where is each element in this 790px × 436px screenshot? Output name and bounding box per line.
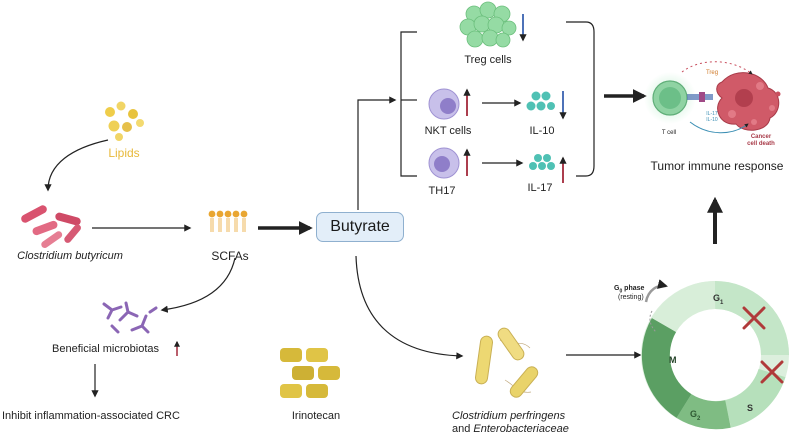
cytokine-icon xyxy=(529,154,555,170)
lipid-droplets-icon xyxy=(105,101,144,141)
cancer-cell-icon xyxy=(716,72,781,131)
g0-phase-label: G0 phase xyxy=(614,285,644,295)
irinotecan-pills-icon xyxy=(280,348,340,398)
irinotecan-label: Irinotecan xyxy=(291,410,341,422)
clostridium-butyricum-label: Clostridium butyricum xyxy=(17,250,123,262)
enterobacteriaceae-label: Enterobacteriaceae xyxy=(473,423,569,435)
g0-sub: 0 xyxy=(619,288,623,295)
g2-label: G2 xyxy=(690,409,701,422)
il10-label: IL-10 xyxy=(529,125,555,137)
tumor-immune-response-label: Tumor immune response xyxy=(650,159,784,173)
beneficial-microbiotas-label: Beneficial microbiotas xyxy=(52,343,159,355)
m-label: M xyxy=(669,355,677,365)
inhibit-crc-label: Inhibit inflammation-associated CRC xyxy=(2,410,180,422)
il17-label: IL-17 xyxy=(527,182,553,194)
t-cell-icon xyxy=(644,72,713,124)
g1-g: G xyxy=(713,293,721,303)
g2-g: G xyxy=(690,409,698,419)
treg-inset-label: Treg xyxy=(705,70,719,76)
treg-cells-label: Treg cells xyxy=(464,54,512,66)
g0-suffix: phase xyxy=(622,285,645,292)
th17-label: TH17 xyxy=(428,185,456,197)
nkt-cells-label: NKT cells xyxy=(424,125,472,137)
cell-death-label: cell death xyxy=(747,141,775,147)
il10-inset-label: IL-10 xyxy=(706,117,718,123)
and-prefix: and xyxy=(452,423,474,435)
g2-sub: 2 xyxy=(697,415,701,422)
nkt-cell-icon xyxy=(428,88,460,120)
scfas-label: SCFAs xyxy=(211,249,249,263)
inhibit-x-icon xyxy=(742,306,766,330)
g1-sub: 1 xyxy=(720,299,724,306)
cytokine-icon xyxy=(526,91,555,111)
il17-inset-label: IL-17 xyxy=(706,111,718,117)
lipids-label: Lipids xyxy=(108,146,140,160)
cancer-label: Cancer xyxy=(750,134,772,140)
t-cell-inset-label: T cell xyxy=(661,130,677,136)
clostridium-perfringens-label: Clostridium perfringens xyxy=(452,410,566,422)
g1-label: G1 xyxy=(713,293,724,306)
inhibit-x-icon xyxy=(760,360,784,384)
rod-bacteria-icon xyxy=(21,205,81,248)
th17-cell-icon xyxy=(428,147,460,179)
resting-label: (resting) xyxy=(618,294,644,301)
s-label: S xyxy=(747,403,754,413)
butyrate-box: Butyrate xyxy=(316,212,404,242)
enterobacteriaceae-line: and Enterobacteriaceae xyxy=(452,423,569,435)
flagellated-bacteria-icon xyxy=(474,327,539,398)
g0-g: G xyxy=(614,285,620,292)
branched-microbiota-icon xyxy=(102,301,158,334)
treg-cluster-icon xyxy=(459,1,517,48)
lipid-bilayer-icon xyxy=(208,210,248,232)
